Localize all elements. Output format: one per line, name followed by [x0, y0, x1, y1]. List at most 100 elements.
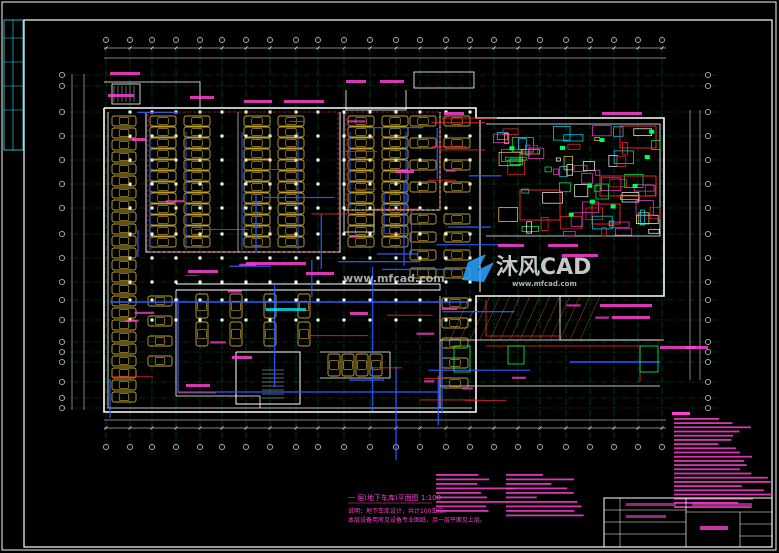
- structural-column: [150, 182, 154, 186]
- axis-bubble: [659, 37, 665, 43]
- annotation-text-block: [462, 387, 473, 390]
- hatch-line: [519, 295, 541, 341]
- axis-bubble: [705, 157, 711, 163]
- annotation-text-block: [246, 262, 306, 265]
- parked-car: [277, 115, 305, 127]
- wall: [175, 290, 261, 408]
- structural-column: [444, 280, 448, 284]
- wall: [235, 351, 301, 405]
- axis-bubble: [515, 37, 521, 43]
- annotation-text-block: [350, 312, 368, 315]
- dimension-tick: [198, 46, 202, 50]
- fire-zone-boundary: [147, 111, 339, 253]
- structural-column: [394, 318, 398, 322]
- note-line: [674, 489, 764, 492]
- parked-car: [183, 115, 211, 127]
- axis-bubble: [537, 37, 543, 43]
- drawing-caption: 一 层(地下车库)平面图 1:100 说明：地下车库设计，共计100车位。 本层…: [348, 493, 486, 524]
- annotation-text-block: [660, 346, 696, 349]
- equipment-unit: [640, 209, 645, 226]
- structural-column: [294, 280, 298, 284]
- structural-column: [268, 256, 272, 260]
- parked-car: [347, 159, 375, 171]
- caption-note-1: 说明：地下车库设计，共计100车位。: [348, 507, 449, 515]
- structural-column: [342, 206, 346, 210]
- parked-car: [111, 307, 137, 319]
- equipment-unit: [542, 192, 563, 204]
- dimension-tick: [612, 46, 616, 50]
- parked-car: [355, 353, 369, 377]
- parked-car: [243, 159, 271, 171]
- structural-column: [394, 298, 398, 302]
- parked-car: [381, 137, 409, 149]
- parked-car: [243, 214, 271, 226]
- note-line: [506, 505, 582, 508]
- equipment-fill: [568, 212, 574, 217]
- parked-car: [111, 115, 137, 127]
- structural-column: [220, 318, 224, 322]
- parked-car: [183, 181, 211, 193]
- parked-car: [147, 315, 173, 327]
- annotation-text-block: [416, 332, 435, 335]
- note-line: [674, 422, 733, 424]
- annotation-text-block: [444, 112, 464, 115]
- parked-car: [111, 139, 137, 151]
- equipment-unit: [526, 221, 533, 234]
- parked-car: [243, 203, 271, 215]
- note-line: [674, 443, 719, 445]
- structural-column: [128, 158, 132, 162]
- annotation-text-block: [595, 316, 609, 319]
- annotation-text-block: [686, 346, 708, 349]
- structural-column: [316, 318, 320, 322]
- structural-column: [244, 298, 248, 302]
- axis-bubble: [59, 72, 65, 78]
- parked-car: [111, 259, 137, 271]
- dimension-tick: [368, 46, 372, 50]
- parked-car: [149, 170, 177, 182]
- note-line: [674, 468, 740, 471]
- parked-car: [183, 137, 211, 149]
- note-line: [674, 418, 720, 420]
- equipment-fill: [587, 183, 593, 188]
- annotation-text-block: [566, 304, 581, 307]
- structural-column: [128, 182, 132, 186]
- structural-column: [316, 280, 320, 284]
- axis-bubble: [219, 37, 225, 43]
- dimension-tick: [342, 46, 346, 50]
- axis-bubble: [705, 133, 711, 139]
- equipment-unit: [558, 182, 571, 193]
- structural-column: [268, 158, 272, 162]
- tank-box: [453, 345, 471, 373]
- dimension-tick: [128, 46, 132, 50]
- dimension-lines: [71, 46, 701, 430]
- structural-column: [444, 182, 448, 186]
- hatch-line: [529, 295, 551, 341]
- parked-car: [347, 203, 375, 215]
- structural-column: [198, 206, 202, 210]
- structural-column: [268, 280, 272, 284]
- parked-car: [149, 115, 177, 127]
- parked-car: [441, 317, 469, 329]
- axis-bubble: [173, 444, 179, 450]
- structural-column: [342, 280, 346, 284]
- axis-bubble: [59, 297, 65, 303]
- parked-car: [297, 321, 311, 347]
- parked-car: [381, 192, 409, 204]
- equipment-unit: [608, 220, 615, 226]
- note-line: [506, 501, 578, 503]
- annotation-text-block: [134, 311, 155, 314]
- equipment-unit: [592, 125, 612, 137]
- parked-car: [111, 163, 137, 175]
- structural-column: [368, 182, 372, 186]
- parked-car: [111, 223, 137, 235]
- structural-column: [220, 280, 224, 284]
- structural-column: [198, 182, 202, 186]
- parked-car: [277, 181, 305, 193]
- parked-car: [381, 126, 409, 138]
- structural-column: [244, 134, 248, 138]
- structural-column: [418, 232, 422, 236]
- axis-bubble: [59, 255, 65, 261]
- axis-bubble: [293, 444, 299, 450]
- structural-column: [342, 318, 346, 322]
